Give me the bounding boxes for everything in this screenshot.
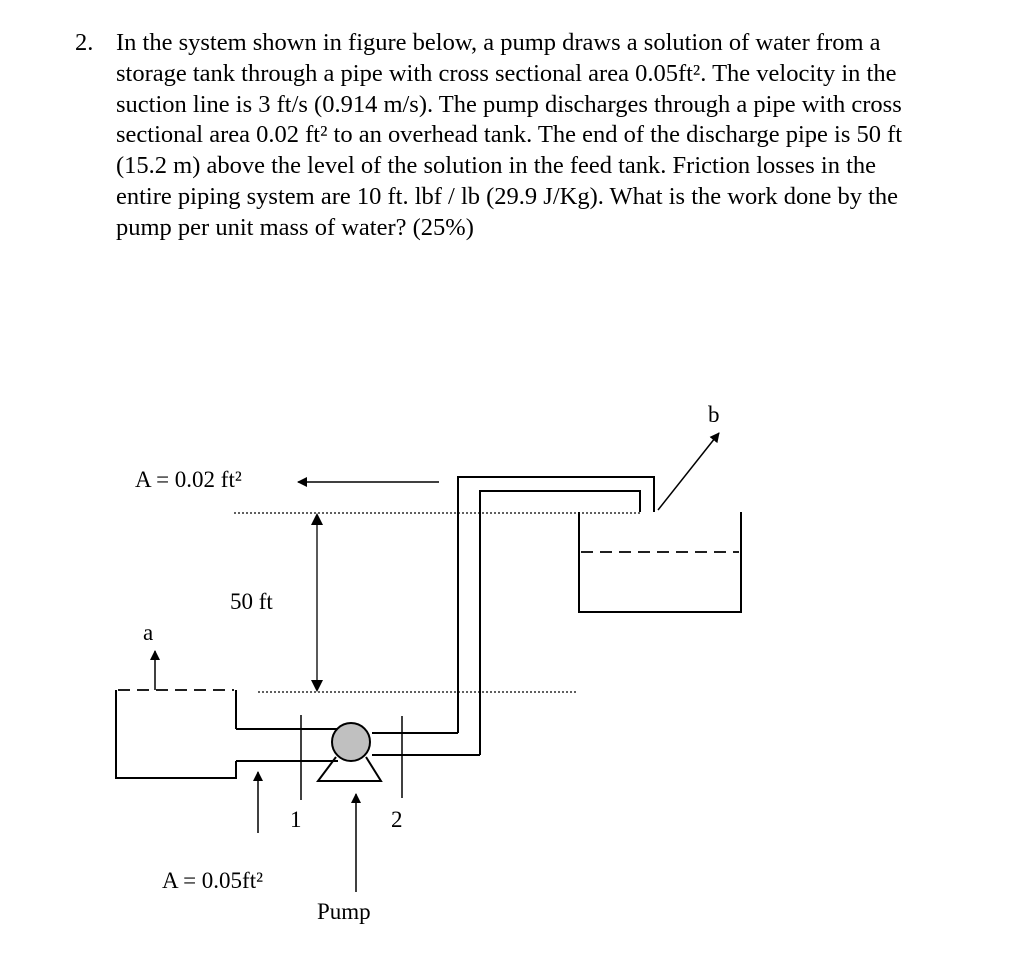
problem-line-1: In the system shown in figure below, a p… (116, 29, 881, 56)
height-dimension-arrow (311, 513, 323, 692)
pump-impeller-casing (331, 722, 371, 762)
discharge-pipe (372, 476, 655, 756)
problem-number: 2. (75, 29, 94, 56)
problem-line-6: entire piping system are 10 ft. lbf / lb… (116, 183, 899, 210)
area-discharge-label: A = 0.02 ft² (135, 467, 242, 492)
feed-tank (115, 689, 237, 779)
pump-label: Pump (317, 899, 371, 924)
point-1-label: 1 (290, 807, 302, 832)
label-a: a (143, 620, 153, 645)
problem-line-5: (15.2 m) above the level of the solution… (116, 152, 877, 180)
problem-line-3: suction line is 3 ft/s (0.914 m/s). The … (116, 90, 902, 118)
pump (316, 722, 383, 782)
area-suction-label: A = 0.05ft² (162, 868, 263, 893)
overhead-tank (578, 512, 742, 613)
point-2-label: 2 (391, 807, 403, 832)
problem-line-2: storage tank through a pipe with cross s… (116, 59, 897, 87)
suction-pipe (236, 728, 338, 762)
problem-line-4: sectional area 0.02 ft² to an overhead t… (116, 121, 903, 149)
point-b-arrow (657, 432, 720, 511)
label-b: b (708, 402, 720, 427)
pump-base (316, 756, 383, 782)
height-label: 50 ft (230, 589, 273, 614)
problem-line-7: pump per unit mass of water? (25%) (116, 213, 474, 241)
